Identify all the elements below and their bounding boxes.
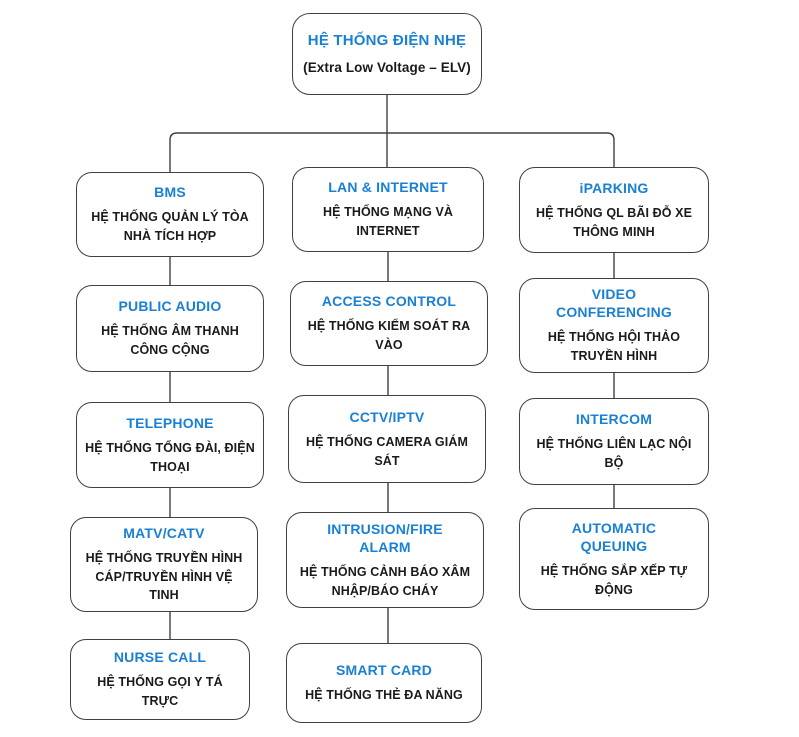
- node-nurse-call: NURSE CALL HỆ THỐNG GỌI Y TÁ TRỰC: [70, 639, 250, 720]
- node-title: BMS: [154, 184, 186, 201]
- node-video-conferencing: VIDEO CONFERENCING HỆ THỐNG HỘI THẢO TRU…: [519, 278, 709, 373]
- node-telephone: TELEPHONE HỆ THỐNG TỔNG ĐÀI, ĐIỆN THOẠI: [76, 402, 264, 488]
- node-desc: HỆ THỐNG MẠNG VÀ INTERNET: [322, 205, 454, 239]
- node-title: NURSE CALL: [113, 649, 207, 666]
- node-desc: HỆ THỐNG TỔNG ĐÀI, ĐIỆN THOẠI: [85, 440, 255, 474]
- node-matv-catv: MATV/CATV HỆ THỐNG TRUYỀN HÌNH CÁP/TRUYỀ…: [70, 517, 258, 612]
- node-desc: HỆ THỐNG CẢNH BÁO XÂM NHẬP/BÁO CHÁY: [299, 564, 471, 598]
- node-desc: HỆ THỐNG HỘI THẢO TRUYỀN HÌNH: [547, 330, 681, 364]
- node-title: LAN & INTERNET: [328, 179, 448, 196]
- node-iparking: iPARKING HỆ THỐNG QL BÃI ĐỖ XE THÔNG MIN…: [519, 167, 709, 253]
- node-title: ACCESS CONTROL: [321, 293, 457, 310]
- node-bms: BMS HỆ THỐNG QUẢN LÝ TÒA NHÀ TÍCH HỢP: [76, 172, 264, 257]
- node-desc: HỆ THỐNG ÂM THANH CÔNG CỘNG: [101, 324, 239, 358]
- node-title: CCTV/IPTV: [349, 408, 425, 425]
- node-desc: HỆ THỐNG QUẢN LÝ TÒA NHÀ TÍCH HỢP: [91, 210, 249, 244]
- node-desc: HỆ THỐNG QL BÃI ĐỖ XE THÔNG MINH: [535, 205, 693, 239]
- node-desc: HỆ THỐNG THẺ ĐA NĂNG: [305, 688, 463, 703]
- node-lan-internet: LAN & INTERNET HỆ THỐNG MẠNG VÀ INTERNET: [292, 167, 484, 252]
- node-title: PUBLIC AUDIO: [118, 298, 222, 315]
- node-intercom: INTERCOM HỆ THỐNG LIÊN LẠC NỘI BỘ: [519, 398, 709, 485]
- node-desc: HỆ THỐNG KIỂM SOÁT RA VÀO: [307, 319, 471, 353]
- node-automatic-queuing: AUTOMATIC QUEUING HỆ THỐNG SẮP XẾP TỰ ĐỘ…: [519, 508, 709, 610]
- node-cctv-iptv: CCTV/IPTV HỆ THỐNG CAMERA GIÁM SÁT: [288, 395, 486, 483]
- node-desc: HỆ THỐNG CAMERA GIÁM SÁT: [306, 434, 468, 468]
- node-title: VIDEO CONFERENCING: [556, 286, 672, 321]
- node-access-control: ACCESS CONTROL HỆ THỐNG KIỂM SOÁT RA VÀO: [290, 281, 488, 366]
- node-public-audio: PUBLIC AUDIO HỆ THỐNG ÂM THANH CÔNG CỘNG: [76, 285, 264, 372]
- node-title: HỆ THỐNG ĐIỆN NHẸ: [307, 32, 467, 50]
- node-smart-card: SMART CARD HỆ THỐNG THẺ ĐA NĂNG: [286, 643, 482, 723]
- node-title: iPARKING: [579, 179, 649, 196]
- node-intrusion-fire-alarm: INTRUSION/FIRE ALARM HỆ THỐNG CẢNH BÁO X…: [286, 512, 484, 608]
- node-title: INTRUSION/FIRE ALARM: [327, 520, 443, 555]
- node-title: AUTOMATIC QUEUING: [571, 519, 657, 554]
- node-title: MATV/CATV: [123, 524, 205, 541]
- node-title: TELEPHONE: [126, 414, 214, 431]
- node-desc: HỆ THỐNG SẮP XẾP TỰ ĐỘNG: [540, 563, 688, 597]
- node-title: SMART CARD: [335, 662, 433, 679]
- node-desc: HỆ THỐNG GỌI Y TÁ TRỰC: [97, 675, 223, 709]
- node-elv-root: HỆ THỐNG ĐIỆN NHẸ (Extra Low Voltage – E…: [292, 13, 482, 95]
- node-title: INTERCOM: [575, 411, 653, 428]
- node-desc: HỆ THỐNG LIÊN LẠC NỘI BỘ: [536, 437, 692, 471]
- branch-bracket: [169, 132, 615, 172]
- node-desc: HỆ THỐNG TRUYỀN HÌNH CÁP/TRUYỀN HÌNH VỆ …: [85, 550, 243, 603]
- node-subtitle: (Extra Low Voltage – ELV): [303, 59, 471, 75]
